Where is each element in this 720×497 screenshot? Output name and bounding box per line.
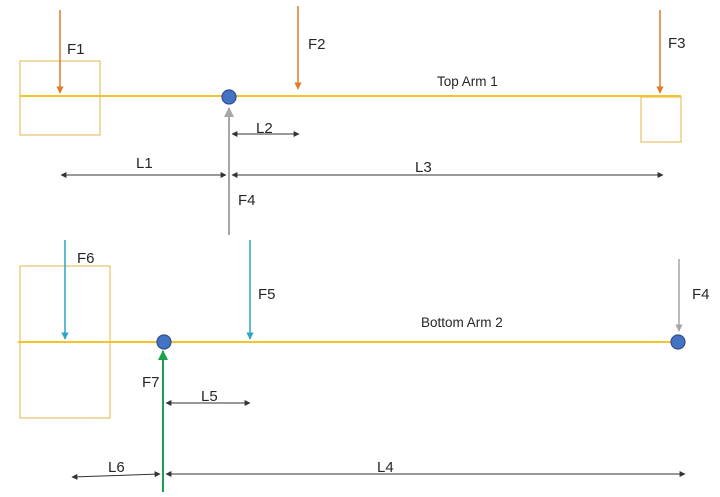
force-label-f5: F5 xyxy=(258,286,276,303)
force-label-f3: F3 xyxy=(668,35,686,52)
force-label-f4-top: F4 xyxy=(238,192,256,209)
dimension-label-l6: L6 xyxy=(108,459,125,476)
dimension-label-l2: L2 xyxy=(256,120,273,137)
dimension-label-l3: L3 xyxy=(415,159,432,176)
top-right-weight-box xyxy=(640,96,682,143)
force-label-f6: F6 xyxy=(77,250,95,267)
force-label-f7: F7 xyxy=(142,374,160,391)
bottom-arm-label: Bottom Arm 2 xyxy=(421,315,503,330)
force-label-f4-bottom: F4 xyxy=(692,286,710,303)
bottom-arm: Bottom Arm 2 F6 F5 F4 F7 L5 L6 L4 xyxy=(18,240,710,492)
top-arm-pivot xyxy=(221,89,237,105)
dimension-label-l1: L1 xyxy=(136,155,153,172)
dimension-label-l5: L5 xyxy=(201,388,218,405)
force-label-f2: F2 xyxy=(308,36,326,53)
bottom-arm-pivot xyxy=(156,334,172,350)
top-arm: Top Arm 1 F1 F2 F3 F4 L2 L1 L3 xyxy=(19,6,686,235)
dimension-label-l4: L4 xyxy=(377,459,394,476)
dimension-l6 xyxy=(71,471,161,480)
bottom-arm-end-joint xyxy=(670,334,686,350)
top-arm-label: Top Arm 1 xyxy=(437,74,498,89)
force-label-f1: F1 xyxy=(67,41,85,58)
